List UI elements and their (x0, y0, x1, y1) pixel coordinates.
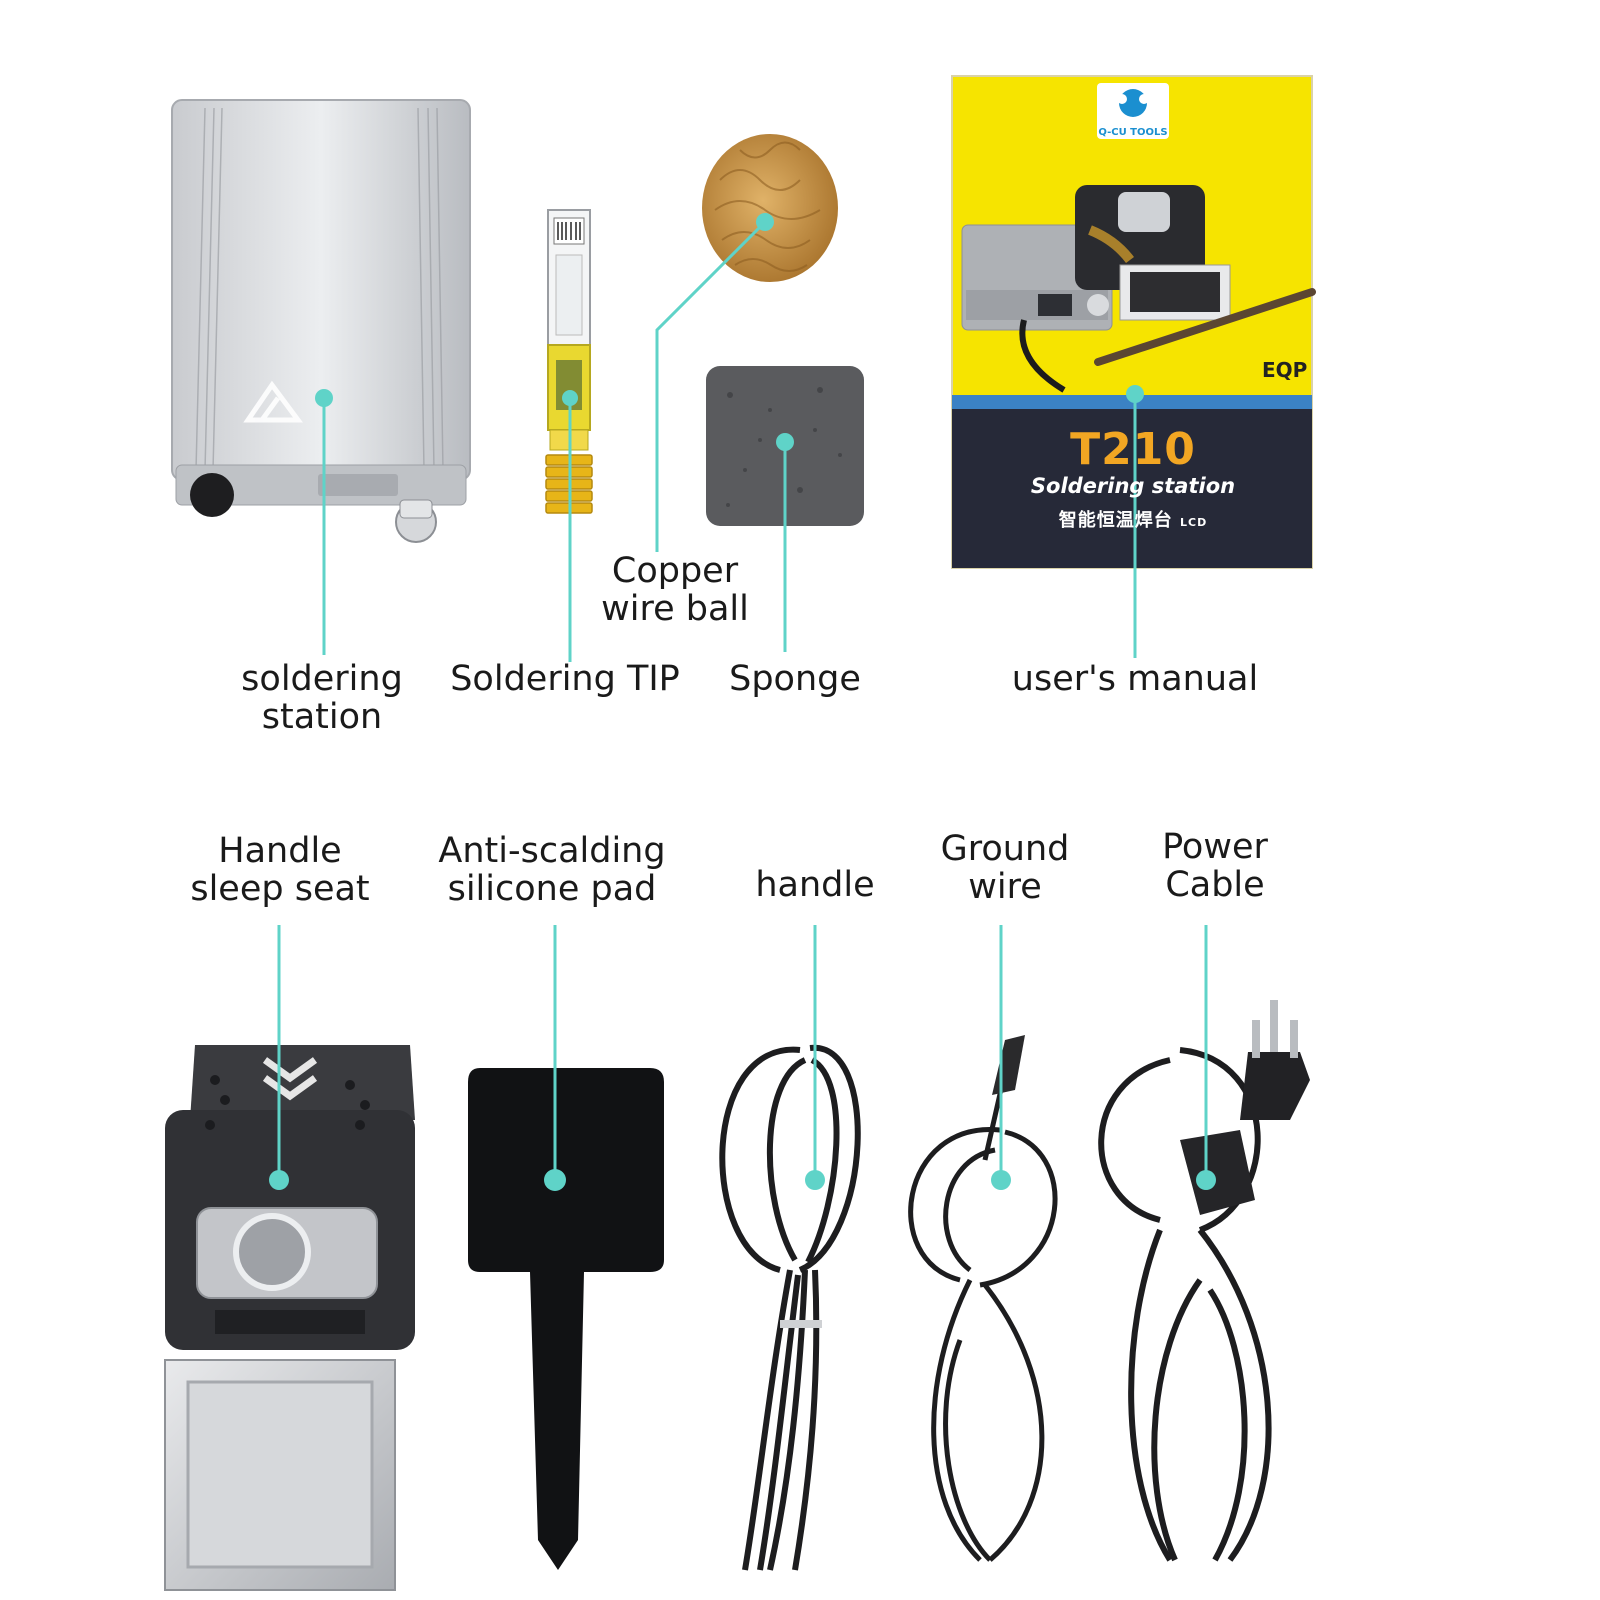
soldering-tip-image (545, 209, 593, 514)
label-line: soldering (241, 659, 403, 699)
label-anti-scalding-pad: Anti-scalding silicone pad (432, 832, 672, 908)
ground-clip (992, 1035, 1025, 1095)
soldering-station-image (171, 99, 471, 543)
pointer-dots (269, 213, 1216, 1191)
ground-wire-image (908, 1049, 1058, 1562)
label-line: user's manual (1011, 659, 1259, 699)
label-users-manual: user's manual (1010, 660, 1260, 698)
handle-sleep-seat-image (164, 1045, 415, 1591)
label-line: Ground (940, 829, 1070, 869)
label-line: station (261, 697, 383, 737)
manual-chinese-subtitle: 智能恒温焊台 LCD (954, 506, 1312, 532)
label-copper-wire-ball: Copper wire ball (580, 552, 770, 628)
label-line: Anti-scalding (438, 831, 666, 871)
power-cable-image (1098, 1047, 1272, 1562)
silicone-pad-image (468, 1068, 664, 1570)
label-sponge: Sponge (715, 660, 875, 698)
label-line: Cable (1165, 865, 1265, 905)
users-manual-image (951, 75, 1316, 569)
manual-brand: Q-CU TOOLS (1098, 127, 1168, 138)
label-soldering-tip: Soldering TIP (445, 660, 685, 698)
label-line: sleep seat (190, 869, 370, 909)
power-plug-icon (1180, 1000, 1310, 1215)
manual-subtitle: Soldering station (1030, 474, 1236, 498)
manual-title: T210 (1070, 424, 1196, 475)
label-handle-sleep-seat: Handle sleep seat (190, 832, 370, 908)
manual-model-mark: EQP (1262, 358, 1308, 382)
label-line: wire (968, 867, 1042, 907)
handle-cable-image (719, 1044, 861, 1571)
label-line: Soldering TIP (450, 659, 680, 699)
manual-chinese-text: 智能恒温焊台 (1058, 510, 1173, 531)
label-line: wire ball (601, 589, 749, 629)
label-line: Copper (611, 551, 739, 591)
station-logo-icon (243, 380, 303, 423)
copper-wire-ball-image (702, 134, 838, 282)
label-line: Handle (218, 831, 342, 871)
label-soldering-station: soldering station (222, 660, 422, 736)
label-line: Sponge (729, 659, 861, 699)
manual-lcd-suffix: LCD (1180, 516, 1208, 529)
label-ground-wire: Ground wire (935, 830, 1075, 906)
label-power-cable: Power Cable (1145, 828, 1285, 904)
label-line: Power (1162, 827, 1268, 867)
label-handle: handle (745, 866, 885, 904)
label-line: handle (755, 865, 875, 905)
pointer-lines (277, 220, 1208, 1180)
label-line: silicone pad (447, 869, 657, 909)
brand-logo-icon (1117, 89, 1149, 117)
cable-tie (780, 1320, 822, 1328)
